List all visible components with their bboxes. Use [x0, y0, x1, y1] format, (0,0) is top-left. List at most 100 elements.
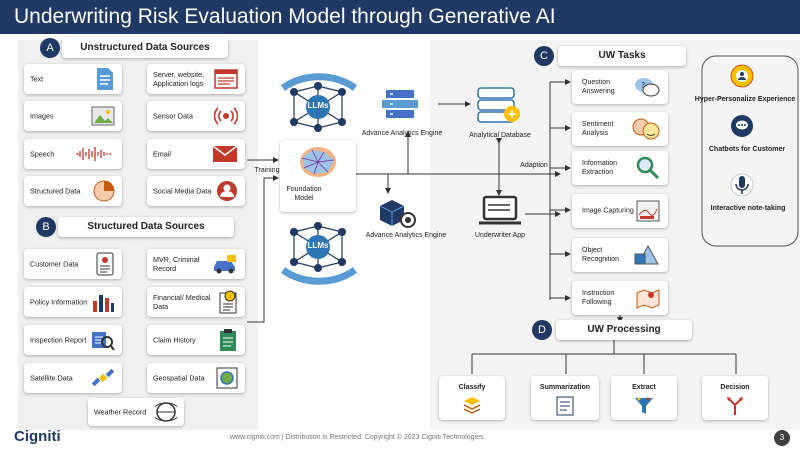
source-card-sensor: Sensor Data	[147, 101, 245, 131]
task-card-extraction: Information Extraction	[572, 151, 668, 185]
analytics-server-icon	[382, 90, 418, 118]
source-card-weather: Weather Record	[88, 398, 184, 426]
brain-icon	[300, 147, 336, 177]
task-card-sentiment: Sentiment Analysis	[572, 112, 668, 146]
source-label: Social Media Data	[153, 186, 212, 196]
llm-top-network-icon	[290, 82, 346, 132]
process-label: Extract	[632, 384, 656, 391]
source-label: MVR, Criminal Record	[153, 255, 200, 273]
source-card-policy: Policy Information	[24, 287, 122, 317]
section-c-badge: C	[534, 46, 554, 66]
llm-bottom-network-icon	[290, 222, 346, 272]
satellite-icon	[91, 368, 115, 387]
source-card-speech: Speech	[24, 139, 122, 169]
microphone-icon	[730, 173, 754, 197]
source-card-email: Email	[147, 139, 245, 169]
experience-label-notes: Interactive note-taking	[710, 205, 786, 212]
source-card-financial: Financial/ Medical Data	[147, 287, 245, 317]
task-label: Information Extraction	[582, 160, 618, 176]
database-label: Analytical Database	[469, 132, 531, 139]
image-icon	[91, 106, 115, 126]
task-card-image: Image Capturing	[572, 194, 668, 228]
task-card-object: Object Recognition	[572, 238, 668, 272]
list-icon	[556, 396, 574, 416]
svg-text:?: ?	[641, 81, 645, 90]
task-label: Question Answering	[582, 79, 615, 95]
page-number: 3	[774, 430, 790, 446]
llm-top-label: LLMs	[307, 101, 329, 110]
task-label: Image Capturing	[582, 207, 634, 215]
source-label: Sensor Data	[153, 111, 193, 121]
source-card-structured: Structured Data	[24, 176, 122, 206]
source-label: Financial/ Medical Data	[153, 293, 211, 311]
layers-icon	[463, 397, 481, 414]
source-label: Customer Data	[30, 259, 79, 269]
process-card-classify: Classify	[439, 376, 505, 420]
log-window-icon	[214, 69, 238, 89]
task-label: Sentiment Analysis	[582, 121, 614, 137]
id-card-icon	[96, 252, 114, 276]
task-label: Object Recognition	[582, 247, 619, 263]
clipboard-icon	[220, 329, 236, 351]
source-label: Text	[30, 74, 44, 84]
map-pin-icon	[636, 289, 660, 309]
engine-bottom-label: Advance Analytics Engine	[365, 232, 447, 239]
gear-user-icon	[730, 64, 754, 88]
laptop-icon	[479, 195, 521, 225]
training-label: Training	[254, 167, 280, 174]
chatbot-icon	[731, 115, 753, 137]
tasks-title: UW Tasks	[558, 46, 686, 66]
money-doc-icon	[219, 290, 237, 314]
source-card-satellite: Satellite Data	[24, 363, 122, 393]
process-card-summarization: Summarization	[531, 376, 599, 420]
engine-top-label: Advance Analytics Engine	[361, 130, 443, 137]
database-icon	[477, 87, 520, 123]
source-label: Claim History	[153, 335, 196, 345]
foundation-label: Foundation Model	[286, 186, 322, 202]
mail-icon	[212, 145, 238, 162]
waveform-icon	[76, 147, 111, 161]
section-b-badge: B	[36, 217, 56, 237]
source-card-text: Text	[24, 64, 122, 94]
section-a-badge: A	[40, 38, 60, 58]
source-label: Satellite Data	[30, 373, 73, 383]
footer-text: www.cigniti.com | Distribution is Restri…	[230, 434, 484, 441]
page-title: Underwriting Risk Evaluation Model throu…	[0, 0, 800, 34]
car-icon	[214, 255, 236, 274]
experience-label-personalize: Hyper-Personalize Experience	[694, 96, 796, 103]
section-d-badge: D	[532, 320, 552, 340]
photo-icon	[636, 200, 660, 222]
source-label: Email	[153, 149, 171, 159]
source-label: Structured Data	[30, 186, 81, 196]
process-label: Decision	[720, 384, 750, 391]
inspection-icon	[92, 332, 115, 351]
structured-title: Structured Data Sources	[58, 217, 234, 237]
source-card-claim: Claim History	[147, 325, 245, 355]
sensor-icon	[214, 107, 238, 125]
task-card-instruction: Instruction Following	[572, 281, 668, 315]
globe-icon	[216, 367, 238, 389]
analytics-cube-icon	[379, 200, 416, 228]
source-card-social: Social Media Data	[147, 176, 245, 206]
source-card-customer: Customer Data	[24, 249, 122, 279]
source-label: Inspection Report	[30, 335, 87, 345]
globe-icon	[155, 402, 177, 422]
source-label: Geospatial Data	[153, 373, 205, 383]
source-label: Weather Record	[94, 407, 147, 417]
llm-bottom-label: LLMs	[307, 241, 329, 250]
magnifier-icon	[636, 156, 660, 180]
process-card-decision: Decision	[702, 376, 768, 420]
process-label: Summarization	[539, 384, 591, 391]
bar-chart-icon	[93, 295, 114, 312]
source-label: Images	[30, 111, 54, 121]
source-card-mvr: MVR, Criminal Record	[147, 249, 245, 279]
document-icon	[97, 68, 113, 90]
process-card-extract: Extract	[611, 376, 677, 420]
unstructured-title: Unstructured Data Sources	[62, 38, 228, 58]
underwriter-app-label: Underwriter App	[474, 232, 526, 239]
source-card-images: Images	[24, 101, 122, 131]
source-label: Server, website, Application logs	[153, 70, 205, 88]
experience-label-chatbots: Chatbots for Customer	[708, 146, 786, 153]
